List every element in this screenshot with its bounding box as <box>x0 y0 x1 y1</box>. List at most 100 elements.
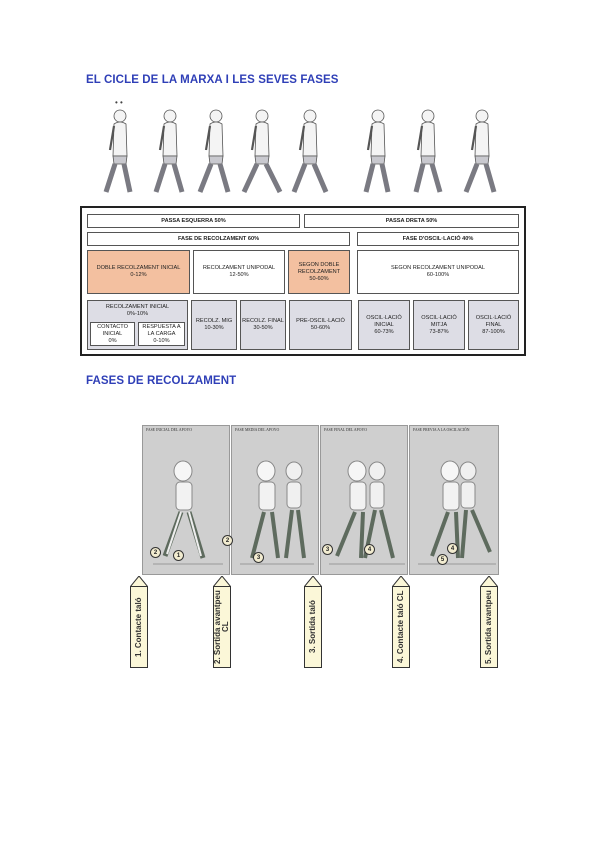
walker-figure-2 <box>153 108 185 193</box>
walker-figure-3 <box>197 108 231 193</box>
left-step-label: PASSA ESQUERRA 50% <box>161 217 226 224</box>
initial-swing-cell: OSCIL·LACIÓ INICIAL 60-73% <box>358 300 410 350</box>
callout-label: 3. Sortida taló <box>308 600 317 654</box>
skeleton-illustration <box>153 460 223 565</box>
terminal-swing-title: OSCIL·LACIÓ FINAL <box>475 314 512 328</box>
pre-swing-range: 50-60% <box>310 325 331 331</box>
marker-badge: 5 <box>437 554 448 565</box>
initial-double-support-cell: DOBLE RECOLZAMENT INICIAL 0-12% <box>87 250 190 294</box>
callout-box <box>480 586 498 668</box>
walker-figure-4 <box>241 108 283 194</box>
marker-badge: 4 <box>364 544 375 555</box>
phase-panel-title: FASE PREVIA A LA OSCILACIÓN <box>413 428 470 432</box>
marker-badge: 3 <box>322 544 333 555</box>
marker-badge: 2 <box>150 547 161 558</box>
phase-panel-title: FASE INICIAL DEL APOYO <box>146 428 192 432</box>
loading-response-range: 0-10% <box>153 337 170 344</box>
mid-swing-cell: OSCIL·LACIÓ MITJA 73-87% <box>413 300 465 350</box>
walker-figure-5 <box>291 108 329 193</box>
mid-swing-title: OSCIL·LACIÓ MITJA <box>421 314 457 328</box>
marker-number: 2 <box>153 549 158 556</box>
walking-figures-illustration <box>103 108 497 194</box>
terminal-swing-cell: OSCIL·LACIÓ FINAL 87-100% <box>468 300 519 350</box>
figure-marker-dots: • • <box>115 98 123 107</box>
marker-number: 5 <box>440 556 445 563</box>
callout-heel-contact: 1. Contacte taló <box>130 576 148 668</box>
marker-number: 4 <box>450 545 455 552</box>
callout-heel-contact-cl: 4. Contacte taló CL <box>392 576 410 668</box>
marker-badge: 4 <box>447 543 458 554</box>
marker-badge: 1 <box>173 550 184 561</box>
second-double-support-range: 50-60% <box>309 275 329 282</box>
walker-figure-8 <box>463 108 497 193</box>
callout-box <box>130 586 148 668</box>
marker-number: 3 <box>325 546 330 553</box>
marker-badge: 3 <box>253 552 264 563</box>
second-single-support-cell: SEGON RECOLZAMENT UNIPODAL 60-100% <box>357 250 519 294</box>
mid-stance-cell: RECOLZ. MIG 10-30% <box>191 300 237 350</box>
initial-support-range: 0%-10% <box>126 311 149 317</box>
stance-phase-photos: FASE INICIAL DEL APOYO FASE MEDIA DEL AP… <box>142 425 499 575</box>
terminal-stance-title: RECOLZ. FINAL <box>242 318 284 324</box>
marker-badge: 2 <box>222 535 233 546</box>
callout-heel-off: 3. Sortida taló <box>304 576 322 668</box>
phase-panel-mid: FASE MEDIA DEL APOYO <box>231 425 319 575</box>
stance-phase-cell: FASE DE RECOLZAMENT 60% <box>87 232 350 246</box>
callout-label: 1. Contacte taló <box>134 597 143 657</box>
left-step-cell: PASSA ESQUERRA 50% <box>87 214 300 228</box>
swing-phase-cell: FASE D'OSCIL·LACIÓ 40% <box>357 232 519 246</box>
mid-swing-range: 73-87% <box>429 328 449 335</box>
pre-swing-title: PRE-OSCIL·LACIÓ <box>296 318 345 324</box>
terminal-stance-range: 30-50% <box>253 325 273 331</box>
marker-number: 1 <box>176 552 181 559</box>
stance-phase-label: FASE DE RECOLZAMENT 60% <box>177 235 260 242</box>
loading-response-cell: RESPUESTA A LA CARGA 0-10% <box>138 322 185 346</box>
stance-phases-heading: FASES DE RECOLZAMENT <box>86 375 237 387</box>
skeleton-illustration <box>329 460 405 565</box>
callout-box <box>213 586 231 668</box>
initial-contact-title: CONTACTO INICIAL <box>97 323 128 337</box>
phase-panel-title: FASE MEDIA DEL APOYO <box>235 428 280 432</box>
walker-figure-1 <box>103 108 133 193</box>
second-single-support-title: SEGON RECOLZAMENT UNIPODAL <box>390 265 486 271</box>
second-double-support-title: SEGON DOBLE RECOLZAMENT <box>297 261 341 275</box>
walker-figure-6 <box>363 108 391 193</box>
terminal-stance-cell: RECOLZ. FINAL 30-50% <box>240 300 286 350</box>
right-step-cell: PASSA DRETA 50% <box>304 214 519 228</box>
initial-swing-range: 60-73% <box>374 328 394 335</box>
callout-label: 4. Contacte taló CL <box>396 590 405 664</box>
marker-number: 3 <box>256 554 261 561</box>
swing-phase-label: FASE D'OSCIL·LACIÓ 40% <box>402 235 474 242</box>
terminal-swing-range: 87-100% <box>482 328 505 335</box>
initial-contact-range: 0% <box>108 337 117 344</box>
pre-swing-cell: PRE-OSCIL·LACIÓ 50-60% <box>289 300 352 350</box>
phase-panel-title: FASE FINAL DEL APOYO <box>324 428 367 432</box>
single-support-cell: RECOLZAMENT UNIPODAL 12-50% <box>193 250 285 294</box>
callout-label: 2. Sortida avantpeu CL <box>213 590 230 664</box>
single-support-title: RECOLZAMENT UNIPODAL <box>202 265 276 271</box>
skeleton-illustration <box>240 460 314 565</box>
initial-contact-cell: CONTACTO INICIAL 0% <box>90 322 135 346</box>
initial-double-support-range: 0-12% <box>130 272 147 278</box>
callout-box <box>392 586 410 668</box>
marker-number: 2 <box>225 537 230 544</box>
second-double-support-cell: SEGON DOBLE RECOLZAMENT 50-60% <box>288 250 350 294</box>
mid-stance-range: 10-30% <box>204 325 224 331</box>
initial-support-title: RECOLZAMENT INICIAL <box>105 304 170 310</box>
skeleton-illustration <box>418 460 496 565</box>
gait-cycle-table: PASSA ESQUERRA 50% PASSA DRETA 50% FASE … <box>80 206 526 356</box>
callout-forefoot-off-cl: 2. Sortida avantpeu CL <box>213 576 231 668</box>
second-single-support-range: 60-100% <box>426 272 450 278</box>
initial-double-support-title: DOBLE RECOLZAMENT INICIAL <box>96 265 181 271</box>
single-support-range: 12-50% <box>229 272 249 278</box>
callout-box <box>304 586 322 668</box>
callout-label: 5. Sortida avantpeu <box>484 590 493 664</box>
walker-figure-7 <box>413 108 443 193</box>
marker-number: 4 <box>367 546 372 553</box>
gait-cycle-heading: EL CICLE DE LA MARXA I LES SEVES FASES <box>86 74 339 86</box>
initial-swing-title: OSCIL·LACIÓ INICIAL <box>366 314 402 328</box>
right-step-label: PASSA DRETA 50% <box>385 217 438 224</box>
loading-response-title: RESPUESTA A LA CARGA <box>142 323 181 337</box>
callout-forefoot-off: 5. Sortida avantpeu <box>480 576 498 668</box>
mid-stance-title: RECOLZ. MIG <box>195 318 233 324</box>
